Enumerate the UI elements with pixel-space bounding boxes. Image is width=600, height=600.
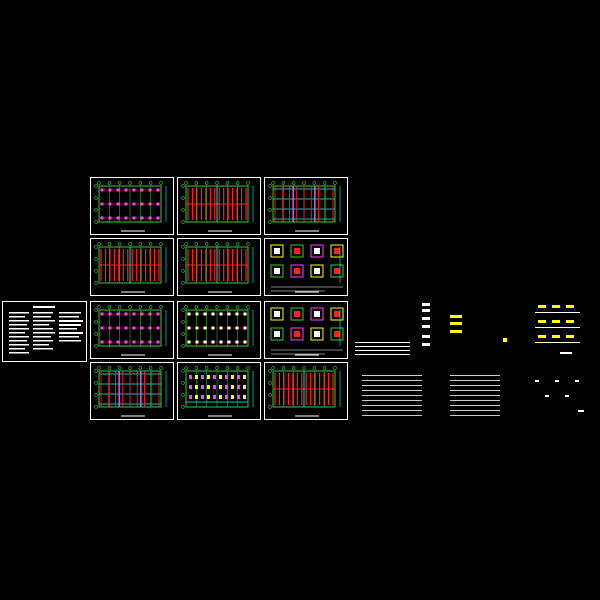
drawing-sheet-icon	[94, 366, 167, 417]
drawing-sheet-icon	[181, 305, 254, 356]
drawing-sheet-s4	[90, 238, 174, 296]
drawing-sheet-icon	[268, 366, 341, 417]
drawing-sheet-s1	[90, 177, 174, 235]
drawing-sheet-s11	[177, 362, 261, 420]
drawing-sheet-icon	[181, 242, 254, 293]
drawing-sheet-icon	[270, 307, 344, 356]
drawing-sheet-s8	[177, 301, 261, 359]
drawing-sheet-icon	[94, 242, 167, 293]
drawing-sheet-s7	[90, 301, 174, 359]
drawing-sheet-icon	[270, 244, 344, 293]
drawing-sheet-s5	[177, 238, 261, 296]
legend-sheet	[2, 301, 87, 362]
legend-table-icon	[9, 306, 83, 354]
drawing-sheet-s9	[264, 301, 348, 359]
drawing-sheet-icon	[181, 181, 254, 232]
drawing-sheet-s12	[264, 362, 348, 420]
drawing-sheet-icon	[94, 305, 167, 356]
drawing-sheet-icon	[181, 366, 254, 417]
drawing-sheet-s6	[264, 238, 348, 296]
drawing-sheet-s10	[90, 362, 174, 420]
drawing-sheet-s3	[264, 177, 348, 235]
drawing-sheet-icon	[94, 181, 167, 232]
drawing-sheet-icon	[268, 181, 341, 232]
drawing-sheet-s2	[177, 177, 261, 235]
